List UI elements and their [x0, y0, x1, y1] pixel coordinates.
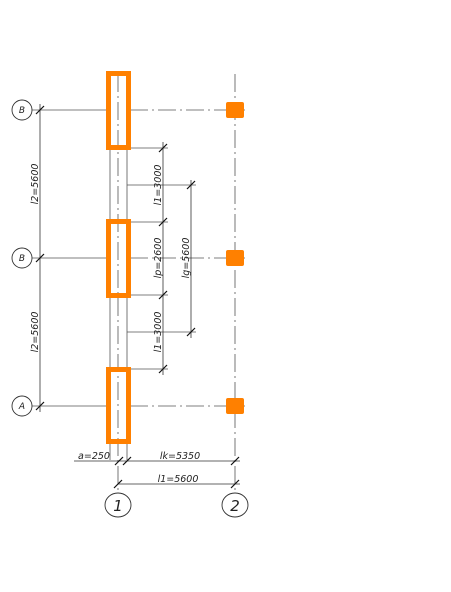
dim-a: a=250: [78, 451, 110, 462]
row-label-middle: B: [19, 254, 25, 264]
inner-dimension-chain: l1=3000 lp=2600 l1=3000 lg=5600: [127, 142, 196, 375]
column-bottom: [106, 367, 131, 444]
small-column-bottom: [226, 398, 244, 414]
row-label-top: B: [19, 106, 25, 116]
columns-axis-2: [226, 102, 244, 414]
column-top: [106, 71, 131, 150]
small-column-top: [226, 102, 244, 118]
dim-l2-top: l2=5600: [30, 164, 41, 205]
row-label-bottom: A: [18, 402, 25, 412]
dim-lk: lk=5350: [160, 451, 200, 462]
bottom-dimensions: a=250 lk=5350 l1=5600: [74, 451, 240, 489]
columns-axis-1: [106, 71, 131, 444]
dim-l1-top: l1=3000: [153, 165, 164, 206]
axis-label-right: 2: [230, 497, 240, 515]
small-column-middle: [226, 250, 244, 266]
dim-lp: lp=2600: [153, 238, 164, 279]
dim-l1-bottom: l1=3000: [153, 312, 164, 353]
axis-label-left: 1: [113, 497, 123, 515]
column-middle: [106, 219, 131, 298]
left-dimension: l2=5600 l2=5600: [30, 104, 45, 412]
axis-bubbles: 1 2: [104, 492, 249, 518]
dim-l2-bottom: l2=5600: [30, 312, 41, 353]
dim-l1-horizontal: l1=5600: [158, 474, 199, 485]
dim-lg: lg=5600: [181, 238, 192, 279]
row-grid-lines: [32, 109, 245, 407]
row-bubbles: B B A: [11, 99, 33, 417]
